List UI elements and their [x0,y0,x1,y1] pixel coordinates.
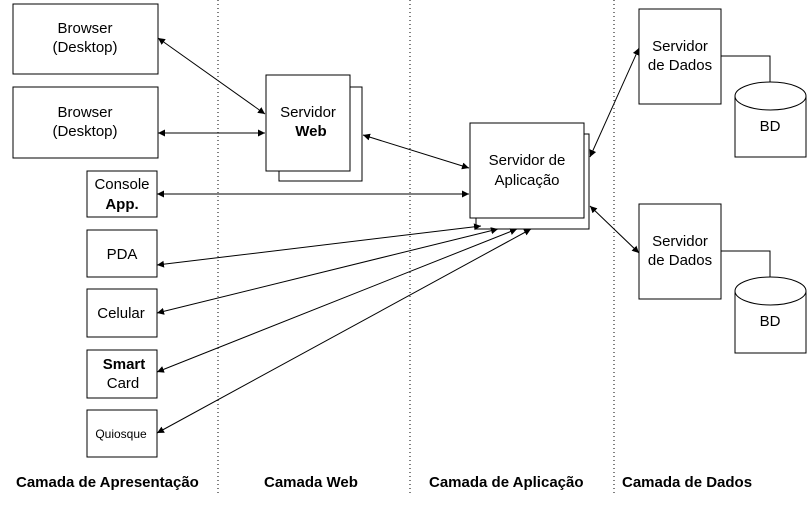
arrow-celular-appserver [156,227,499,315]
console-line-1: Console [94,176,149,193]
celular-label: Celular [97,305,145,322]
app-server-line-2: Aplicação [494,172,559,189]
pda-label: PDA [107,246,138,263]
layer-label-data: Camada de Dados [622,474,752,491]
web-server-line-2: Web [295,123,326,140]
data-server-2-line-1: Servidor [652,233,708,250]
browser-1-line-2: (Desktop) [52,39,117,56]
database-2: BD [734,276,807,354]
browser-1-line-1: Browser [57,20,112,37]
arrow-appserver-dataserver1 [589,47,640,158]
arrow-smartcard-appserver [156,228,518,373]
connector-server1-db1 [721,55,771,82]
layer-label-web: Camada Web [264,474,358,491]
smart-card: Smart Card [86,349,158,399]
celular: Celular [86,288,158,338]
db-1-label: BD [760,118,781,135]
quiosque-label: Quiosque [95,427,147,441]
browser-2-line-1: Browser [57,104,112,121]
app-server-line-1: Servidor de [489,152,566,169]
data-server-1: Servidor de Dados [638,8,722,105]
arrow-webserver-appserver [362,133,470,170]
smart-card-line-1: Smart [103,356,146,373]
console-app: Console App. [86,170,158,218]
data-server-2-line-2: de Dados [648,252,712,269]
web-server: Servidor Web [265,74,363,182]
layer-label-application: Camada de Aplicação [429,474,584,491]
browser-desktop-1: Browser (Desktop) [12,3,159,75]
data-server-1-line-1: Servidor [652,38,708,55]
connector-server2-db2 [721,250,771,277]
layer-label-presentation: Camada de Apresentação [16,474,199,491]
browser-desktop-2: Browser (Desktop) [12,86,159,159]
quiosque: Quiosque [86,409,158,458]
pda: PDA [86,229,158,278]
web-server-line-1: Servidor [280,104,336,121]
arrow-browser1-webserver [157,37,266,115]
database-1: BD [734,81,807,158]
smart-card-line-2: Card [107,375,140,392]
arrow-appserver-dataserver2 [589,205,640,254]
data-server-1-line-2: de Dados [648,57,712,74]
browser-2-line-2: (Desktop) [52,123,117,140]
application-server: Servidor de Aplicação [469,122,590,230]
console-line-2: App. [105,196,138,213]
db-2-label: BD [760,313,781,330]
data-server-2: Servidor de Dados [638,203,722,300]
arrow-quiosque-appserver [156,228,532,434]
